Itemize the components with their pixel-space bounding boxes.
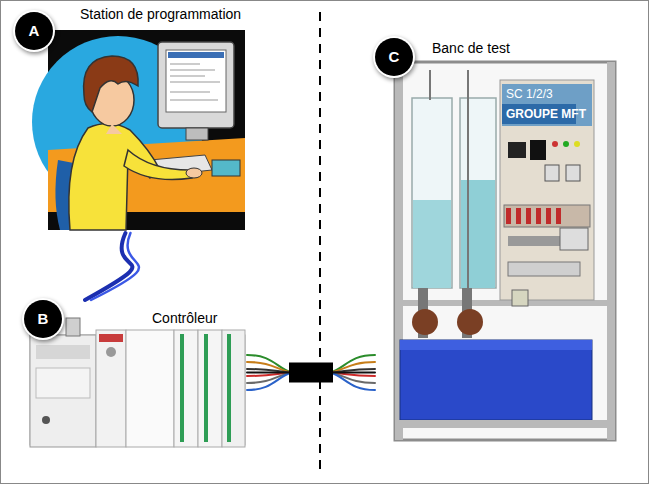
separator-line (319, 12, 321, 472)
part-title: Contrôleur (152, 310, 217, 327)
station-panel: B Contrôleur (22, 300, 247, 455)
callout-letter: A (15, 12, 53, 50)
test-bench-illustration (395, 62, 615, 440)
cable-connector (85, 233, 139, 300)
station-panel: C Banc de test (375, 35, 625, 445)
cable-wire (91, 233, 139, 300)
cable-wire (331, 373, 375, 391)
part-title: Station de programmation (80, 6, 241, 23)
brand-label: SC 1/2/3 (506, 87, 553, 101)
part-title: Banc de test (432, 40, 510, 57)
cable-connector (247, 355, 375, 390)
cable-wire (247, 355, 291, 373)
station-panel: A Station de programmation (15, 4, 250, 233)
cable-wire (247, 362, 291, 373)
cable-wire (331, 373, 375, 384)
plc-illustration (30, 318, 245, 447)
workstation-illustration (32, 30, 245, 230)
cable-wire (247, 373, 291, 384)
callout-letter: C (375, 38, 413, 76)
cable-sleeve (289, 363, 333, 383)
cable-wire (331, 362, 375, 373)
brand-label: GROUPE MFT (506, 107, 586, 121)
cable-wire (247, 373, 291, 391)
cable-wire (331, 355, 375, 373)
callout-letter: B (24, 300, 62, 338)
